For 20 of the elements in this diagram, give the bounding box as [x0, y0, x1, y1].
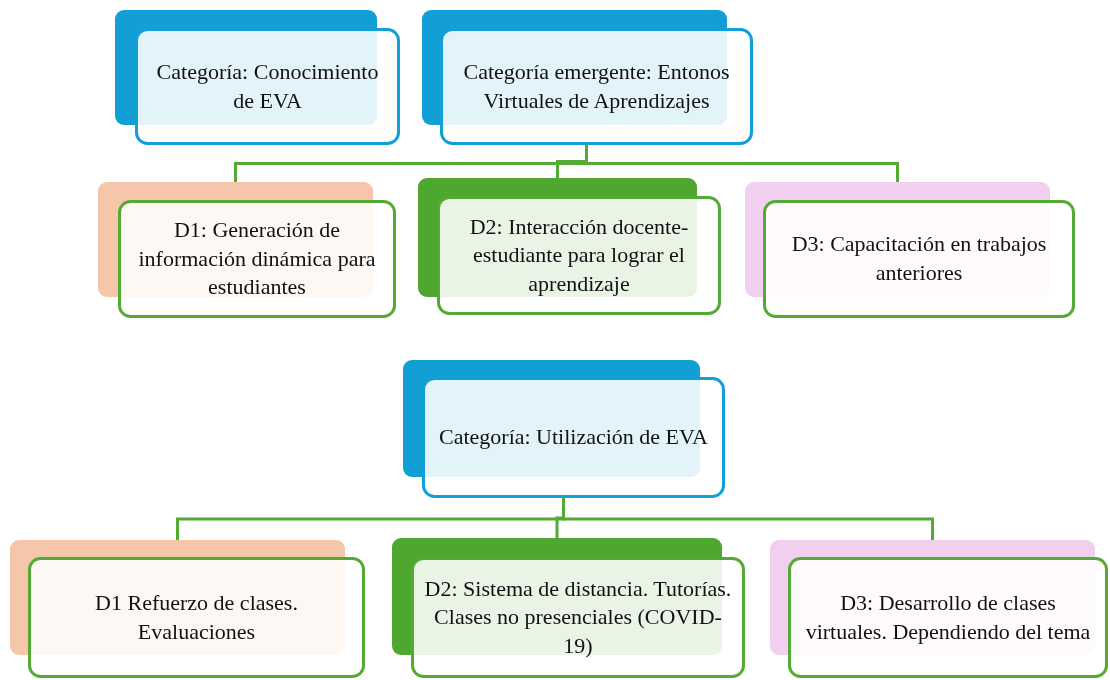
- connector-line: [562, 498, 934, 540]
- category-card: [403, 360, 725, 498]
- dimension-card: [392, 538, 745, 678]
- dimension-card: [10, 540, 365, 678]
- category-title: Categoría: Utilización de EVA: [438, 423, 709, 452]
- dimension-text: D1 Refuerzo de clases. Evaluaciones: [94, 588, 299, 646]
- dimension-card: [745, 182, 1075, 318]
- dimension-card: [418, 178, 721, 315]
- dimension-text: D3: Capacitación en trabajos anteriores: [790, 230, 1048, 287]
- dimension-text: D1: Generación de información dinámica para estudiantes: [137, 216, 377, 302]
- category-card: [115, 10, 400, 145]
- connector-line: [585, 145, 899, 182]
- dimension-card: [770, 540, 1108, 678]
- dimension-card: [98, 182, 396, 318]
- dimension-text: D2: Sistema de distancia. Tutorías. Clases no presenciales (COVID-19): [423, 574, 733, 660]
- category-title: Categoría emergente: Entonos Virtuales de Aprendizajes: [462, 57, 731, 115]
- category-card: [422, 10, 753, 145]
- dimension-text: D2: Interacción docente-estudiante para lograr el aprendizaje: [468, 212, 690, 298]
- dimension-text: D3: Desarrollo de clases virtuales. Dependiendo del tema: [804, 588, 1092, 646]
- category-title: Categoría: Conocimiento de EVA: [155, 57, 380, 115]
